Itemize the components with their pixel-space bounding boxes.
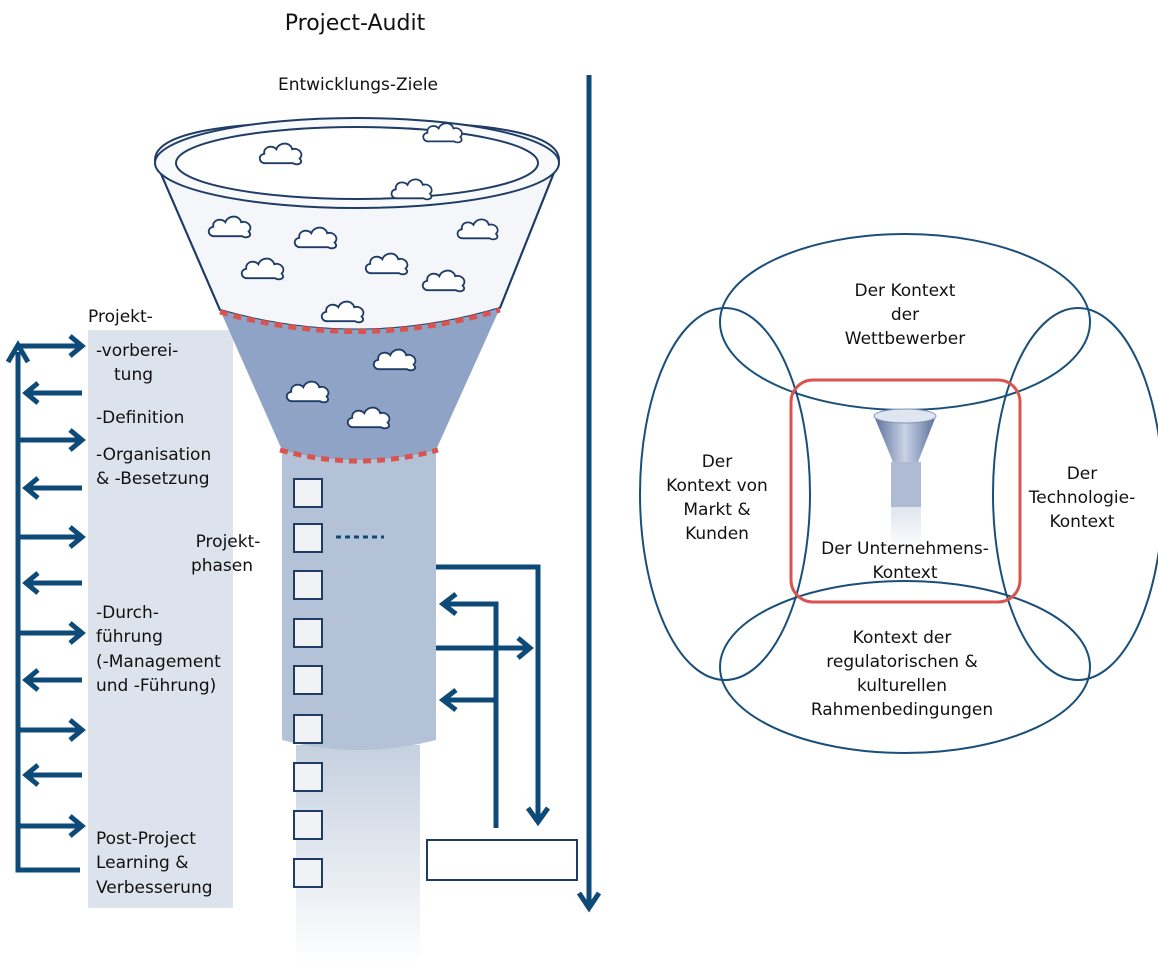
arrow-left-icon: [22, 763, 82, 787]
arrow-left-icon: [22, 668, 82, 692]
arrow-left-icon: [22, 571, 82, 595]
context-regulatory-line4: Rahmenbedingungen: [811, 700, 993, 720]
sidebar-item-label: Post-Project: [96, 829, 196, 849]
phase-box: [293, 810, 323, 840]
context-ellipse-regulatory: [719, 580, 1091, 754]
sidebar-item-label: -Organisation: [96, 445, 211, 465]
phase-box: [293, 570, 323, 600]
context-technology-line2: Technologie-: [1028, 488, 1135, 508]
sidebar-item-label: Verbesserung: [96, 878, 213, 898]
company-context-box: [789, 378, 1022, 604]
context-market-line1: Der: [702, 452, 733, 472]
funnel-icon: [873, 408, 937, 552]
context-company-line1: Der Unternehmens-: [821, 539, 989, 559]
sidebar-heading: Projekt-: [88, 307, 153, 327]
arrow-left-icon: [438, 688, 458, 712]
tube-feedback-lines: [436, 564, 551, 828]
sidebar-item-label: führung: [96, 627, 163, 647]
arrow-down-icon: [576, 75, 602, 913]
output-line: [436, 564, 541, 820]
phases-label-line1: Projekt-: [196, 532, 261, 552]
arrow-right-icon: [18, 814, 86, 838]
funnel-edge-left: [154, 159, 221, 311]
context-diagram: [639, 233, 1158, 754]
sidebar-item-execution: -Durch- führung (-Management und -Führun…: [96, 603, 221, 696]
funnel-rim-inner: [175, 126, 539, 200]
context-company-line2: Kontext: [872, 563, 937, 583]
arrow-right-icon: [18, 525, 86, 549]
phase-box: [293, 618, 323, 648]
context-ellipse-market: [639, 307, 811, 681]
funnel-edge-right: [499, 159, 560, 309]
sidebar-panel: [88, 330, 233, 908]
context-regulatory-line1: Kontext der: [853, 628, 952, 648]
arrow-left-icon: [22, 381, 82, 405]
phase-boxes: [293, 478, 323, 888]
sidebar-item-definition: -Definition: [96, 408, 184, 428]
output-box: [426, 839, 578, 881]
dashed-boundary-upper: [219, 307, 501, 334]
arrow-right-icon: [516, 636, 534, 660]
context-market-line4: Kunden: [685, 524, 749, 544]
sidebar-item-organisation: -Organisation & -Besetzung: [96, 445, 211, 489]
context-regulatory-line3: kulturellen: [857, 676, 947, 696]
sidebar-item-label: & -Besetzung: [96, 469, 210, 489]
arrow-left-icon: [22, 476, 82, 500]
feedback-line: [445, 601, 499, 828]
phase-box: [293, 523, 323, 553]
context-competitors-line3: Wettbewerber: [845, 329, 965, 349]
phase-box: [293, 858, 323, 888]
sidebar-item-post-project: Post-Project Learning & Verbesserung: [96, 829, 213, 898]
arrow-right-icon: [18, 621, 86, 645]
context-ellipse-technology: [992, 307, 1158, 681]
context-regulatory-line2: regulatorischen &: [826, 652, 977, 672]
context-technology-line1: Der: [1067, 464, 1098, 484]
arrow-right-icon: [18, 334, 86, 358]
context-technology-line3: Kontext: [1049, 512, 1114, 532]
funnel-lower: [220, 308, 500, 460]
phase-box: [293, 762, 323, 792]
sidebar-item-label: und -Führung): [96, 676, 216, 696]
sidebar-item-label: Learning &: [96, 853, 188, 873]
arrow-right-icon: [18, 428, 86, 452]
goals-label: Entwicklungs-Ziele: [278, 75, 438, 95]
sidebar-item-label: -vorberei-: [96, 341, 178, 361]
phase-box: [293, 665, 323, 695]
phases-label-line2: phasen: [191, 556, 253, 576]
sidebar-item-label: tung: [114, 365, 153, 385]
arrow-left-icon: [438, 592, 458, 616]
feedback-arrows: [5, 334, 86, 873]
sidebar-item-label: -Definition: [96, 408, 184, 428]
phase-box: [293, 714, 323, 744]
feedback-loop-line: [15, 352, 80, 873]
phase-box: [293, 478, 323, 508]
sidebar-item-label: (-Management: [96, 652, 221, 672]
context-competitors-line2: der: [891, 305, 919, 325]
sidebar-item-label: -Durch-: [96, 603, 159, 623]
context-competitors-line1: Der Kontext: [855, 281, 956, 301]
diagram-title: Project-Audit: [285, 11, 426, 36]
context-market-line3: Markt &: [683, 500, 750, 520]
arrow-right-icon: [18, 718, 86, 742]
dashed-boundary-lower: [279, 447, 439, 464]
arrow-down-icon: [525, 806, 551, 827]
sidebar-item-preparation: -vorberei- tung: [96, 341, 178, 385]
context-market-line2: Kontext von: [666, 476, 768, 496]
